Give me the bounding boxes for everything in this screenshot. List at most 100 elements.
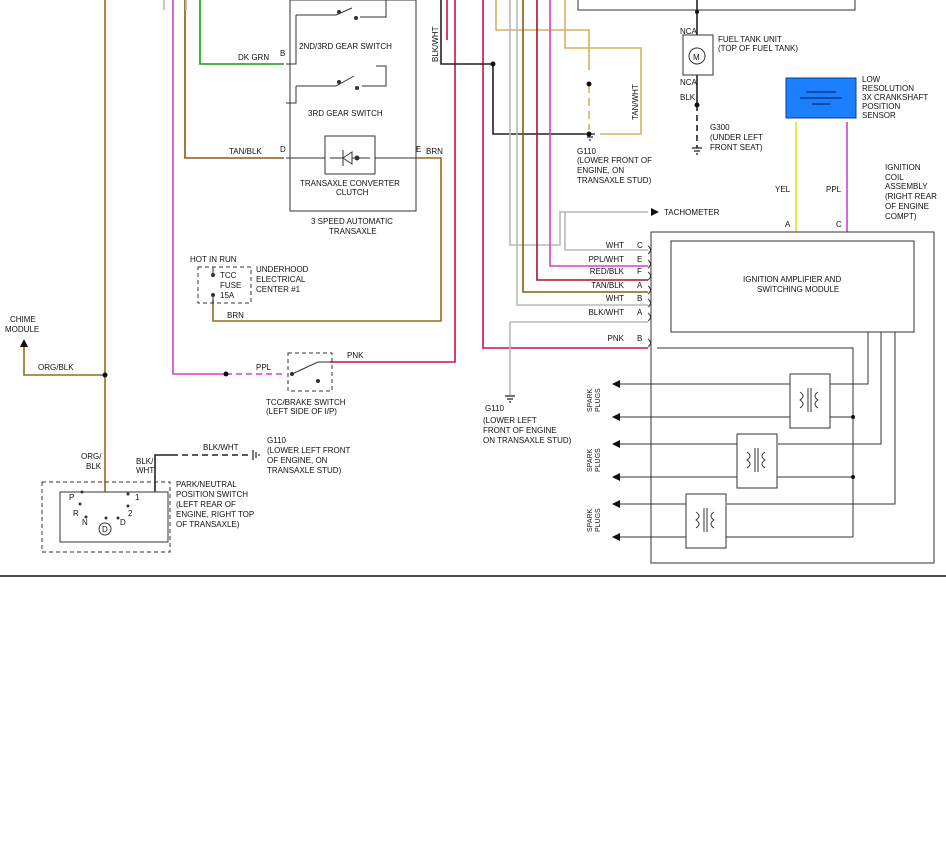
label-pin-e: E bbox=[416, 145, 421, 154]
label-pn-2: POSITION SWITCH bbox=[176, 490, 248, 499]
label-underhood-2: ELECTRICAL bbox=[256, 275, 306, 284]
label-sensor-3: 3X CRANKSHAFT bbox=[862, 93, 928, 102]
transaxle-box bbox=[289, 0, 417, 212]
label-gear-d-circle: D bbox=[102, 525, 108, 534]
label-fuel-1: FUEL TANK UNIT bbox=[718, 35, 782, 44]
label-sensor-5: SENSOR bbox=[862, 111, 896, 120]
wire-wht-c2 bbox=[564, 212, 648, 251]
label-fuse-amp: 15A bbox=[220, 291, 235, 300]
label-converter-2: CLUTCH bbox=[336, 188, 369, 197]
label-g110-b-4: TRANSAXLE STUD) bbox=[577, 176, 652, 185]
label-nca-2: NCA bbox=[680, 78, 698, 87]
label-tan-blk: TAN/BLK bbox=[229, 147, 262, 156]
wire-blk-wht-pn bbox=[154, 454, 172, 492]
label-amp-2: SWITCHING MODULE bbox=[757, 285, 839, 294]
wire-red-2 bbox=[482, 0, 648, 349]
label-blk-wht-vertical: BLK/WHT bbox=[431, 26, 440, 62]
coil-2 bbox=[620, 433, 853, 489]
label-spark-2a: SPARK bbox=[587, 448, 594, 472]
module-pin-connector bbox=[647, 338, 651, 348]
label-chime-2: MODULE bbox=[5, 325, 39, 334]
wire-brn bbox=[212, 157, 442, 322]
label-spark-3a: SPARK bbox=[587, 508, 594, 532]
label-pn-3: (LEFT REAR OF bbox=[176, 500, 236, 509]
coil-1 bbox=[620, 373, 853, 429]
label-org-blk-pn-2: BLK bbox=[86, 462, 102, 471]
label-pn-4: ENGINE, RIGHT TOP bbox=[176, 510, 254, 519]
label-blk-wht-pn-1: BLK/ bbox=[136, 457, 154, 466]
label-g110-b-1: G110 bbox=[577, 147, 597, 156]
label-gear-2: 2 bbox=[128, 509, 133, 518]
wire-wht-c bbox=[509, 0, 648, 246]
module-pin-letter: A bbox=[637, 281, 643, 290]
label-g110-c-2: (LOWER LEFT bbox=[483, 416, 537, 425]
pn-switch-outer bbox=[41, 481, 171, 553]
module-pin-wire-label: PNK bbox=[608, 334, 625, 343]
label-transaxle-1: 3 SPEED AUTOMATIC bbox=[311, 217, 393, 226]
label-pin-c-sensor: C bbox=[836, 220, 842, 229]
module-pin-wire-label: WHT bbox=[606, 241, 624, 250]
label-blk-wht-3: BLK/WHT bbox=[203, 443, 239, 452]
label-pn-1: PARK/NEUTRAL bbox=[176, 480, 237, 489]
label-sensor-1: LOW bbox=[862, 75, 881, 84]
label-pn-5: OF TRANSAXLE) bbox=[176, 520, 240, 529]
label-gear-r: R bbox=[73, 509, 79, 518]
label-coil-1: IGNITION bbox=[885, 163, 921, 172]
wire-dk-grn bbox=[199, 0, 284, 65]
spark-plug-labels: SPARK PLUGS SPARK PLUGS SPARK PLUGS bbox=[587, 388, 602, 532]
module-pin-letter: C bbox=[637, 241, 643, 250]
label-tcc-brake-2: (LEFT SIDE OF I/P) bbox=[266, 407, 337, 416]
pn-switch-inner bbox=[59, 491, 169, 543]
coil-3 bbox=[620, 493, 853, 549]
label-gear-n: N bbox=[82, 518, 88, 527]
module-pin-letter: F bbox=[637, 267, 642, 276]
ground-g110-module bbox=[505, 395, 515, 403]
label-g110-b-2: (LOWER FRONT OF bbox=[577, 156, 652, 165]
label-gear-d: D bbox=[120, 518, 126, 527]
module-pin-wire-label: WHT bbox=[606, 294, 624, 303]
label-g110-b-3: ENGINE, ON bbox=[577, 166, 624, 175]
label-fuse: FUSE bbox=[220, 281, 241, 290]
tachometer-arrow bbox=[651, 208, 659, 216]
wire-ppl-wht-e bbox=[549, 0, 648, 267]
fuel-tank-unit bbox=[682, 34, 714, 76]
wire-tan-blk bbox=[184, 0, 284, 159]
fuse-block bbox=[197, 266, 252, 304]
label-pnk: PNK bbox=[347, 351, 364, 360]
crankshaft-sensor-coil bbox=[800, 91, 842, 105]
ignition-module-box bbox=[670, 240, 915, 333]
label-transaxle-2: TRANSAXLE bbox=[329, 227, 377, 236]
wire-tan-wht bbox=[495, 0, 590, 70]
wire-tan-wht-right bbox=[564, 0, 642, 135]
label-g300-3: FRONT SEAT) bbox=[710, 143, 763, 152]
label-coil-6: COMPT) bbox=[885, 212, 917, 221]
module-pin-letter: E bbox=[637, 255, 642, 264]
ignition-coil-assembly bbox=[650, 231, 935, 564]
label-g300-2: (UNDER LEFT bbox=[710, 133, 763, 142]
label-gear-p: P bbox=[69, 493, 74, 502]
module-pin-letter: A bbox=[637, 308, 643, 317]
label-chime-1: CHIME bbox=[10, 315, 36, 324]
label-yel: YEL bbox=[775, 185, 791, 194]
tcc-brake-switch bbox=[290, 361, 330, 383]
module-pin-wire-label: PPL/WHT bbox=[588, 255, 624, 264]
label-ppl-sensor: PPL bbox=[826, 185, 842, 194]
label-g110-c-1: G110 bbox=[485, 404, 505, 413]
label-coil-3: ASSEMBLY bbox=[885, 182, 928, 191]
label-hot-in-run: HOT IN RUN bbox=[190, 255, 237, 264]
label-brn-2: BRN bbox=[227, 311, 244, 320]
label-blk: BLK bbox=[680, 93, 696, 102]
label-g110-a-4: TRANSAXLE STUD) bbox=[267, 466, 342, 475]
spark-plug-arrows bbox=[612, 380, 620, 541]
label-gear-1: 1 bbox=[135, 493, 140, 502]
label-org-blk: ORG/BLK bbox=[38, 363, 74, 372]
label-gear-3-switch: 3RD GEAR SWITCH bbox=[308, 109, 383, 118]
label-fuel-2: (TOP OF FUEL TANK) bbox=[718, 44, 798, 53]
ground-g300 bbox=[692, 147, 702, 155]
gear-switch-3 bbox=[286, 65, 387, 104]
label-pin-a-sensor: A bbox=[785, 220, 791, 229]
wire-org-blk-chime bbox=[23, 345, 105, 376]
label-spark-2b: PLUGS bbox=[595, 448, 602, 472]
